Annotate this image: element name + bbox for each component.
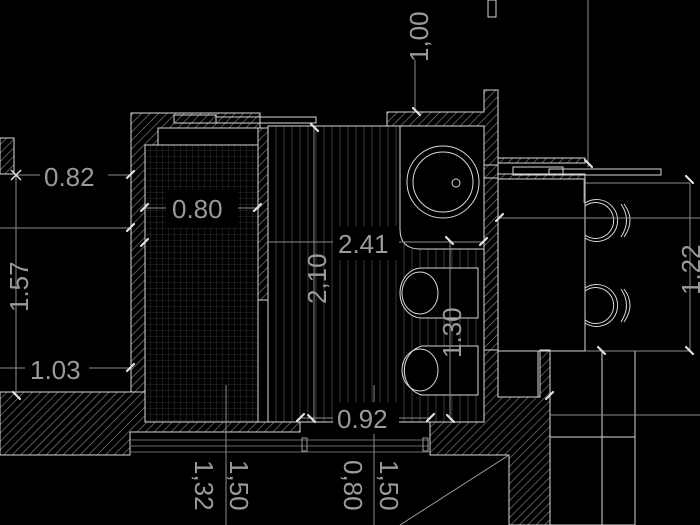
towel-radiator-1 [584,199,631,242]
sliding-door-top [173,114,317,124]
dim-0-80-bottom: 0,80 [338,460,368,511]
shower-tray [144,144,259,423]
dim-1-50-left: 1,50 [224,460,254,511]
dim-0-80: 0.80 [172,194,223,224]
threshold [130,437,430,453]
dim-1-57: 1.57 [4,261,34,312]
sliding-window-right [512,166,662,176]
dim-1-30: 1.30 [437,307,467,358]
toilet [401,345,479,396]
washbasin-round [399,125,485,250]
dim-1-50-right: 1,50 [374,460,404,511]
bidet [399,267,479,319]
dim-2-41: 2.41 [338,229,389,259]
dim-0-92: 0.92 [337,404,388,434]
dim-2-10: 2,10 [302,253,332,304]
walls [0,89,586,525]
towel-radiator-2 [584,284,631,327]
dim-1-22: 1.22 [676,244,700,295]
dimension-ticks [11,106,695,424]
dim-1-00: 1,00 [404,11,434,62]
dim-1-03: 1.03 [30,355,81,385]
stair-diagonal [399,454,510,525]
dim-0-82: 0.82 [44,162,95,192]
top-wall-stub [487,0,497,18]
dim-1-32: 1,32 [189,460,219,511]
origin-cross-icon [10,169,22,181]
